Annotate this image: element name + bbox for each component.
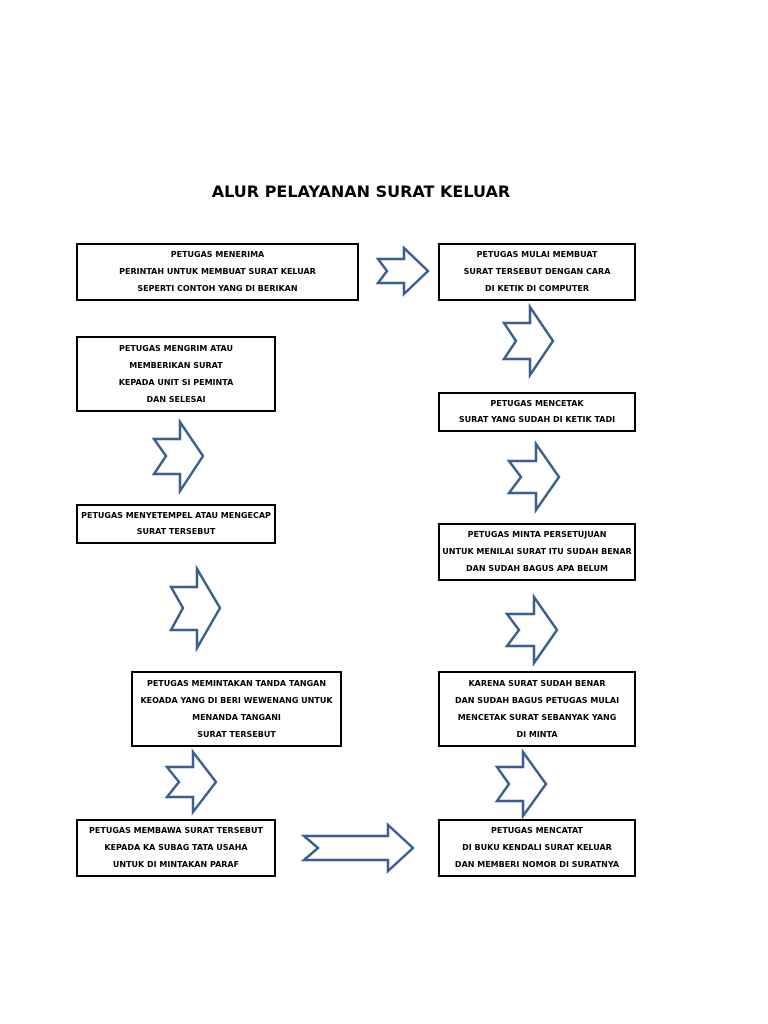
step-text: DI MINTA bbox=[516, 729, 558, 739]
step-box-7: PETUGAS MEMBAWA SURAT TERSEBUT KEPADA KA… bbox=[76, 819, 276, 877]
step-text: PETUGAS MENYETEMPEL ATAU MENGECAP bbox=[81, 511, 271, 520]
step-text: PETUGAS MENERIMA bbox=[170, 250, 265, 260]
step-text: UNTUK MENILAI SURAT ITU SUDAH BENAR bbox=[442, 546, 632, 556]
flow-arrow-icon bbox=[164, 748, 218, 816]
step-box-5: KARENA SURAT SUDAH BENAR DAN SUDAH BAGUS… bbox=[438, 671, 636, 747]
step-box-9: PETUGAS MENYETEMPEL ATAU MENGECAP SURAT … bbox=[76, 504, 276, 544]
step-text: DAN SUDAH BAGUS PETUGAS MULAI bbox=[454, 695, 620, 705]
step-text: UNTUK DI MINTAKAN PARAF bbox=[112, 859, 240, 869]
step-box-3: PETUGAS MENCETAK SURAT YANG SUDAH DI KET… bbox=[438, 392, 636, 432]
step-text: PETUGAS MEMBAWA SURAT TERSEBUT bbox=[89, 826, 263, 836]
step-text: SURAT TERSEBUT bbox=[136, 527, 216, 536]
step-text: MEMBERIKAN SURAT bbox=[129, 360, 223, 370]
step-text: KARENA SURAT SUDAH BENAR bbox=[468, 678, 606, 688]
flow-arrow-left-icon bbox=[300, 822, 415, 874]
page-title: ALUR PELAYANAN SURAT KELUAR bbox=[211, 182, 511, 201]
step-box-6: PETUGAS MENCATAT DI BUKU KENDALI SURAT K… bbox=[438, 819, 636, 877]
step-text: SURAT TERSEBUT bbox=[197, 729, 276, 739]
step-text: MENCETAK SURAT SEBANYAK YANG bbox=[457, 712, 617, 722]
step-text: SURAT TERSEBUT DENGAN CARA bbox=[463, 266, 611, 276]
flow-arrow-icon bbox=[504, 593, 559, 667]
step-text: KEOADA YANG DI BERI WEWENANG UNTUK bbox=[140, 695, 333, 705]
step-text: DAN MEMBERI NOMOR DI SURATNYA bbox=[454, 859, 620, 869]
step-box-2: PETUGAS MULAI MEMBUAT SURAT TERSEBUT DEN… bbox=[438, 243, 636, 301]
step-text: PERINTAH UNTUK MEMBUAT SURAT KELUAR bbox=[119, 266, 316, 276]
step-text: PETUGAS MINTA PERSETUJUAN bbox=[467, 530, 607, 540]
step-text: KEPADA UNIT SI PEMINTA bbox=[118, 377, 234, 387]
flow-arrow-right-icon bbox=[375, 245, 430, 297]
step-box-10: PETUGAS MENGRIM ATAU MEMBERIKAN SURAT KE… bbox=[76, 336, 276, 412]
flow-arrow-icon bbox=[168, 564, 222, 653]
step-text: MENANDA TANGANI bbox=[192, 712, 281, 722]
step-box-4: PETUGAS MINTA PERSETUJUAN UNTUK MENILAI … bbox=[438, 523, 636, 581]
step-text: SURAT YANG SUDAH DI KETIK TADI bbox=[458, 415, 616, 424]
step-text: PETUGAS MEMINTAKAN TANDA TANGAN bbox=[146, 678, 327, 688]
step-text: PETUGAS MULAI MEMBUAT bbox=[476, 250, 598, 260]
flow-arrow-icon bbox=[506, 440, 561, 514]
step-text: DAN SUDAH BAGUS APA BELUM bbox=[466, 563, 608, 573]
step-box-8: PETUGAS MEMINTAKAN TANDA TANGAN KEOADA Y… bbox=[131, 671, 342, 747]
step-text: DAN SELESAI bbox=[146, 394, 206, 404]
step-text: KEPADA KA SUBAG TATA USAHA bbox=[104, 842, 248, 852]
step-text: PETUGAS MENCATAT bbox=[490, 826, 583, 836]
flow-arrow-icon bbox=[151, 417, 205, 496]
step-box-1: PETUGAS MENERIMA PERINTAH UNTUK MEMBUAT … bbox=[76, 243, 359, 301]
step-text: DI BUKU KENDALI SURAT KELUAR bbox=[462, 842, 612, 852]
flow-arrow-icon bbox=[494, 748, 548, 820]
step-text: PETUGAS MENCETAK bbox=[490, 399, 584, 408]
step-text: SEPERTI CONTOH YANG DI BERIKAN bbox=[137, 283, 298, 293]
step-text: PETUGAS MENGRIM ATAU bbox=[118, 343, 233, 353]
flow-arrow-icon bbox=[501, 302, 555, 380]
step-text: DI KETIK DI COMPUTER bbox=[485, 283, 589, 293]
